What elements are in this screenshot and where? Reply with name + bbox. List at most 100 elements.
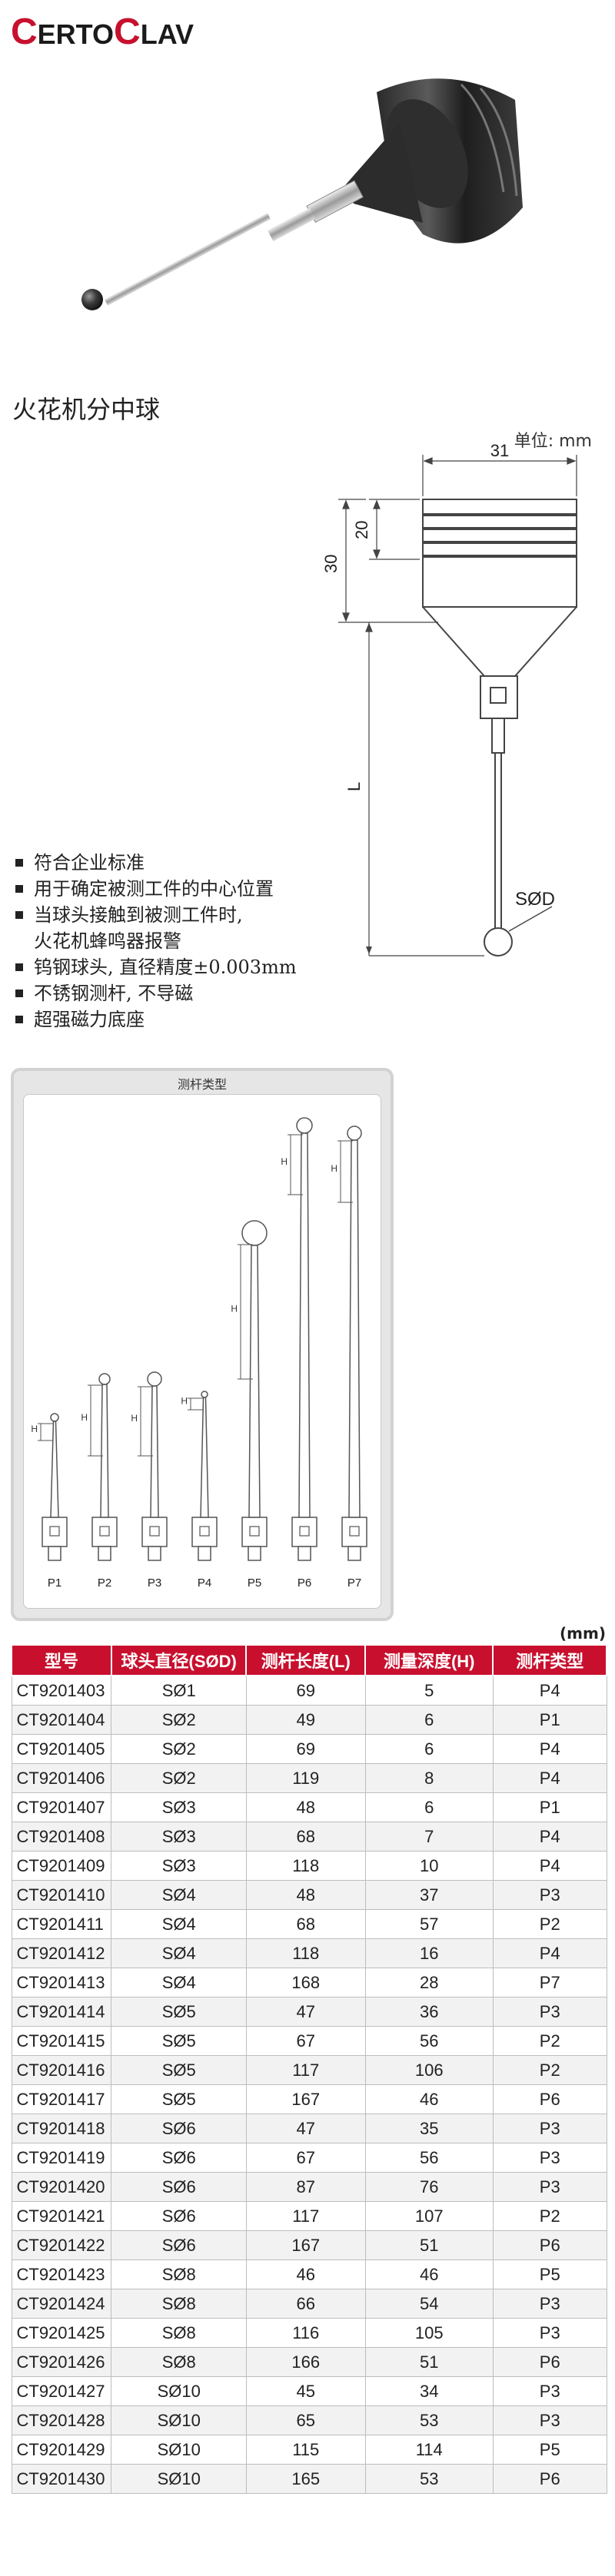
feature-item: 用于确定被测工件的中心位置 xyxy=(14,876,297,902)
table-cell: 116 xyxy=(245,2318,366,2348)
stem-base-window xyxy=(149,1526,160,1537)
stem-shaft xyxy=(298,1132,311,1518)
stem-neck xyxy=(298,1546,311,1561)
stem-shaft xyxy=(150,1385,159,1518)
stem-h-label: H xyxy=(231,1304,238,1315)
table-cell: 5 xyxy=(364,1675,494,1706)
stem-neck xyxy=(198,1546,211,1561)
table-cell: SØ3 xyxy=(111,1822,247,1852)
dim-total-label: 30 xyxy=(323,555,341,573)
stem-type-label: P7 xyxy=(347,1576,361,1590)
stem-base xyxy=(341,1517,367,1547)
stem-neck xyxy=(148,1546,161,1561)
table-cell: CT9201417 xyxy=(11,2084,112,2114)
stem-neck xyxy=(347,1546,361,1561)
dim-upper-label: 20 xyxy=(352,521,371,539)
stem-shaft xyxy=(50,1421,59,1518)
table-cell: P3 xyxy=(492,2289,607,2319)
logo-segment: LAV xyxy=(140,18,194,50)
table-cell: 167 xyxy=(245,2230,366,2260)
table-cell: 166 xyxy=(245,2347,366,2377)
table-cell: SØ8 xyxy=(111,2259,247,2289)
table-cell: P2 xyxy=(492,1909,607,1939)
table-cell: P4 xyxy=(492,1675,607,1706)
table-cell: P5 xyxy=(492,2435,607,2465)
brand-logo: CERTOCLAV xyxy=(11,11,194,53)
table-cell: SØ2 xyxy=(111,1734,247,1764)
table-cell: SØ4 xyxy=(111,1968,247,1997)
table-cell: SØ6 xyxy=(111,2172,247,2202)
table-cell: SØ4 xyxy=(111,1909,247,1939)
table-cell: 46 xyxy=(364,2259,494,2289)
stem-base-window xyxy=(349,1526,360,1537)
table-cell: CT9201428 xyxy=(11,2405,112,2435)
table-cell: 10 xyxy=(364,1851,494,1881)
table-cell: 114 xyxy=(364,2435,494,2465)
table-cell: 47 xyxy=(245,1997,366,2027)
table-cell: SØ10 xyxy=(111,2376,247,2406)
table-cell: P2 xyxy=(492,2026,607,2056)
logo-segment: C xyxy=(11,12,38,52)
stem-base-window xyxy=(49,1526,60,1537)
stem-type-label: P3 xyxy=(148,1576,161,1590)
table-cell: SØ6 xyxy=(111,2201,247,2231)
table-cell: P3 xyxy=(492,1880,607,1910)
table-cell: 66 xyxy=(245,2289,366,2319)
stem-shaft xyxy=(248,1245,261,1518)
stem-type-label: P1 xyxy=(48,1576,62,1590)
table-cell: 115 xyxy=(245,2435,366,2465)
table-cell: P3 xyxy=(492,2143,607,2173)
table-unit: (mm) xyxy=(560,1624,606,1643)
table-cell: 56 xyxy=(364,2143,494,2173)
table-cell: 118 xyxy=(245,1851,366,1881)
table-cell: SØ1 xyxy=(111,1675,247,1706)
table-cell: CT9201423 xyxy=(11,2259,112,2289)
table-cell: 8 xyxy=(364,1763,494,1793)
table-cell: 53 xyxy=(364,2405,494,2435)
stem-base-window xyxy=(299,1526,310,1537)
table-cell: P3 xyxy=(492,2318,607,2348)
stem-base-window xyxy=(99,1526,110,1537)
table-cell: CT9201422 xyxy=(11,2230,112,2260)
table-cell: CT9201415 xyxy=(11,2026,112,2056)
table-header-cell: 测量深度(H) xyxy=(364,1644,494,1676)
table-cell: SØ8 xyxy=(111,2289,247,2319)
table-cell: SØ8 xyxy=(111,2318,247,2348)
table-cell: 53 xyxy=(364,2464,494,2494)
stem-base xyxy=(191,1517,218,1547)
table-cell: SØ2 xyxy=(111,1705,247,1735)
table-cell: 68 xyxy=(245,1822,366,1852)
table-cell: CT9201406 xyxy=(11,1763,112,1793)
stem-base xyxy=(141,1517,168,1547)
table-cell: SØ5 xyxy=(111,2026,247,2056)
stem-types-title: 测杆类型 xyxy=(177,1077,227,1092)
technical-drawing-ball: SØD xyxy=(366,837,555,956)
table-cell: SØ10 xyxy=(111,2405,247,2435)
table-cell: 105 xyxy=(364,2318,494,2348)
table-cell: 47 xyxy=(245,2114,366,2143)
table-cell: 34 xyxy=(364,2376,494,2406)
table-cell: 54 xyxy=(364,2289,494,2319)
table-cell: P6 xyxy=(492,2230,607,2260)
table-cell: 65 xyxy=(245,2405,366,2435)
table-cell: CT9201429 xyxy=(11,2435,112,2465)
table-cell: CT9201430 xyxy=(11,2464,112,2494)
table-cell: SØ5 xyxy=(111,2055,247,2085)
stem-shaft xyxy=(200,1397,209,1518)
table-cell: 76 xyxy=(364,2172,494,2202)
